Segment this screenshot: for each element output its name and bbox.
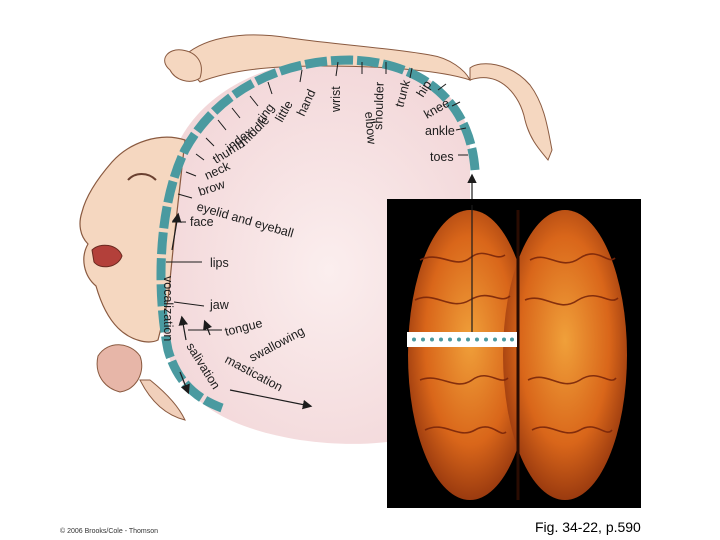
label-vocalization: vocalization [161,276,175,341]
label-lips: lips [210,256,229,270]
section-strip [407,332,517,347]
section-strip-dots [412,337,514,342]
label-toes: toes [430,150,454,164]
copyright-notice: © 2006 Brooks/Cole - Thomson [60,528,159,535]
cortex-band [156,55,480,413]
homunculus-leg [469,63,553,161]
label-ankle: ankle [425,124,455,138]
label-face: face [190,215,214,229]
flow-arrows [171,173,477,410]
homunculus-eye [127,173,157,181]
brain-photo [408,210,627,500]
homunculus-mouth [91,244,123,268]
label-elbow: elbow [362,111,379,146]
homunculus-throat [139,379,186,421]
label-jaw: jaw [209,298,230,312]
figure-caption: Fig. 34-22, p.590 [535,519,641,535]
label-wrist: wrist [329,86,343,113]
label-shoulder: shoulder [371,82,387,130]
homunculus-tongue [96,344,143,393]
homunculus-hand [164,49,202,82]
